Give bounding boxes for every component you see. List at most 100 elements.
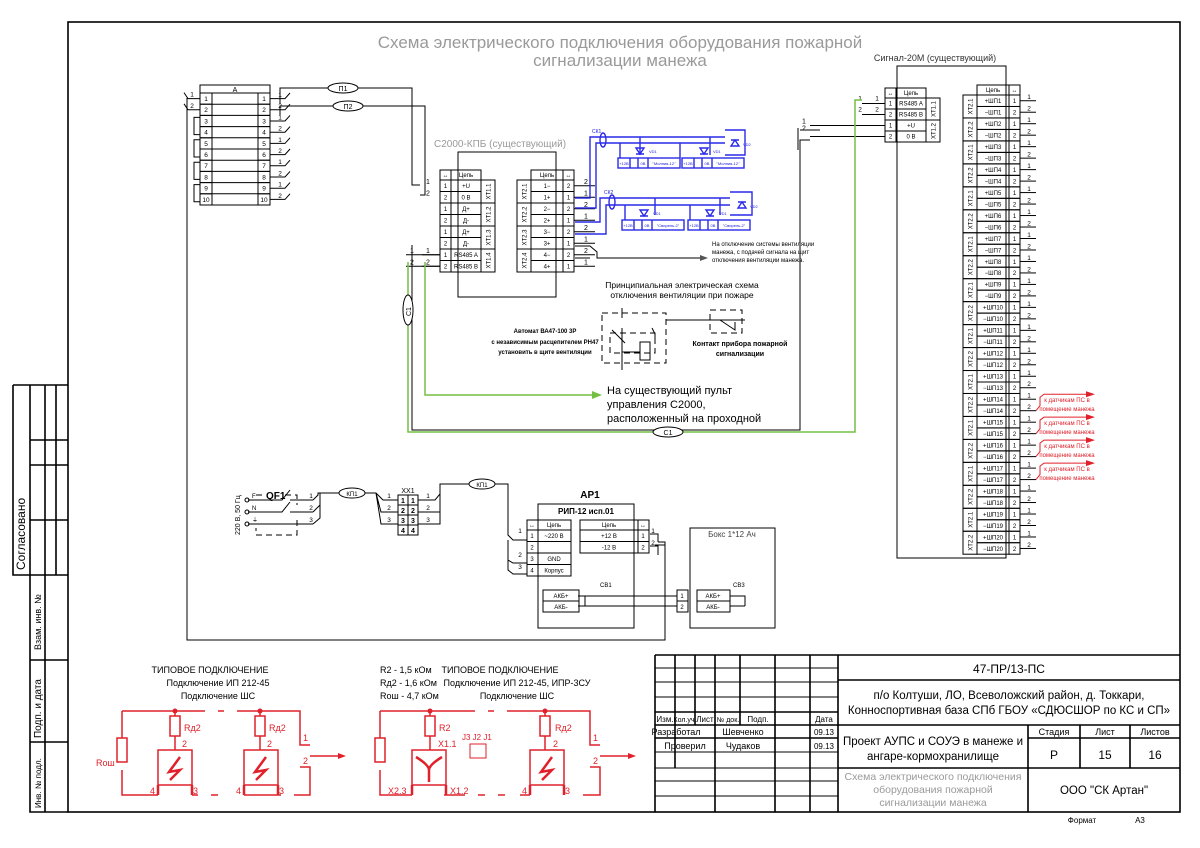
sb1-akb-label: АКБ- <box>554 605 567 611</box>
breaker-note-1: Автомат ВА47-100 3Р <box>514 329 577 335</box>
signal20m-loops-pin: 1 <box>1013 99 1017 105</box>
sounder-zero: 0В <box>705 161 710 166</box>
signal20m-loops-pin: 2 <box>1013 225 1017 231</box>
signal20m-loops-pin: 2 <box>1013 455 1017 461</box>
signal20m-loop-wire-label: 2 <box>1027 312 1031 319</box>
diode-vd1-icon <box>638 209 650 218</box>
typical1-pin2-b: 2 <box>267 739 272 749</box>
tb-sheet: 15 <box>1098 748 1112 762</box>
c2000kpb-right-circuit: 2+ <box>544 219 551 225</box>
console-note-3: расположенный на проходной <box>607 413 761 425</box>
block-a-left-wire-label: 2 <box>190 103 194 110</box>
sounder-name: "Молния-12" <box>652 161 676 166</box>
signal20m-loop-wire-label: 2 <box>1027 496 1031 503</box>
diode-vd2-label: VD2 <box>750 204 759 209</box>
signal20m-loops-circuit: −ШП16 <box>983 455 1004 461</box>
typical1-sub1: Подключение ИП 212-45 <box>166 678 269 688</box>
sensor-link-text-1: к датчикам ПС в <box>1044 398 1090 404</box>
signal20m-loop-wire-label: 1 <box>1027 416 1031 423</box>
typical2-x11: X1.1 <box>438 739 457 749</box>
signal20m-loops-pin: 2 <box>1013 248 1017 254</box>
signal20m-left-circuit: +U <box>907 124 915 130</box>
rip-left-wire-label: 3 <box>518 564 522 571</box>
tb-project-2: ангаре-кормохранилище <box>867 751 999 763</box>
signal20m-loop-wire-label: 2 <box>1027 404 1031 411</box>
c2000kpb-left-pin: 2 <box>444 242 448 248</box>
box-12ah-label: Бокс 1*12 Ач <box>708 530 756 539</box>
signal20m-loops-pin: 2 <box>1013 111 1017 117</box>
c2000kpb-right-circuit: 4+ <box>544 265 551 271</box>
rip-right-pin: 2 <box>641 546 645 552</box>
signal20m-box <box>896 65 1007 559</box>
c2000kpb-left-circuit: +U <box>462 184 470 190</box>
c2000kpb-right-wire-label: 2 <box>584 179 588 186</box>
block-a-wire <box>270 126 291 133</box>
c2000kpb-right-pin: 1 <box>567 265 571 271</box>
c2000kpb-left-circuit: Д- <box>463 219 469 225</box>
signal20m-left-circuit: RS485 A <box>899 102 923 108</box>
c2000kpb-right-pin: 2 <box>567 207 571 213</box>
c2000kpb-left-xt-cell <box>480 248 496 273</box>
signal20m-loop-wire-label: 2 <box>1027 473 1031 480</box>
signal20m-loops-header-circuit: Цепь <box>986 88 1000 94</box>
sensor-link-arrow-icon <box>1086 391 1095 398</box>
signal20m-loops-pin: 1 <box>1013 398 1017 404</box>
console-note-2: управления С2000, <box>607 399 706 411</box>
signal20m-loops-xt-label: XT2.2 <box>969 213 975 230</box>
c2000kpb-left-pin: 2 <box>444 196 448 202</box>
sensor-link-text-2: помещение манежа <box>1039 476 1095 482</box>
signal20m-loops-pin: 1 <box>1013 237 1017 243</box>
xx1-label-left: 3 <box>401 518 405 525</box>
signal20m-loops-circuit: +ШП5 <box>985 191 1002 197</box>
diode-vd2-label: VD2 <box>743 142 752 147</box>
signal20m-loops-table: ↔Цепь1+ШП12−ШП11+ШП22−ШП21+ШП32−ШП31+ШП4… <box>962 84 1021 555</box>
typical1-out2: 2 <box>303 756 308 766</box>
cable-c1-vertical-oval <box>402 294 414 326</box>
signal20m-loop-wire-label: 2 <box>1027 289 1031 296</box>
signal20m-loops-circuit: +ШП11 <box>983 329 1003 335</box>
stamp-agreed: Согласовано <box>14 498 28 570</box>
signal20m-loop-wire-label: 2 <box>1027 221 1031 228</box>
block-a-left-pin-label: 8 <box>204 174 208 181</box>
c2000kpb-right-xt-label: XT2.4 <box>523 252 529 269</box>
signal20m-rs485-wire-label: 2 <box>858 107 862 114</box>
signal20m-loop-wire-label: 2 <box>1027 129 1031 136</box>
rip-left-pin: 3 <box>530 557 534 563</box>
c2000kpb-right-pin: 2 <box>567 184 571 190</box>
signal20m-loop-wire-label: 1 <box>1027 462 1031 469</box>
c2000kpb-title: С2000-КПБ (существующий) <box>434 139 566 150</box>
c2000kpb-left-pin: 2 <box>444 265 448 271</box>
signal20m-loops-pin: 2 <box>1013 317 1017 323</box>
block-a-wire <box>270 148 291 156</box>
signal20m-loop-wire-label: 1 <box>1027 232 1031 239</box>
block-a-wire-label: 2 <box>278 126 282 133</box>
cable-c1-vertical: С1 <box>406 307 413 316</box>
diode-vd2-icon <box>729 138 741 147</box>
signal20m-loops-pin: 2 <box>1013 501 1017 507</box>
signal20m-loops-xt-label: XT2.1 <box>969 373 975 390</box>
c2000kpb-left-circuit: Д+ <box>462 230 470 236</box>
rip-title: РИП-12 исп.01 <box>558 507 614 516</box>
sounder-name: "Молния-12" <box>716 161 740 166</box>
contact-note-2: сигнализации <box>716 351 764 358</box>
signal20m-loops-circuit: +ШП3 <box>985 145 1002 151</box>
signal20m-loops-xt-label: XT2.1 <box>969 511 975 528</box>
block-a-wire-label: 1 <box>278 159 282 166</box>
sounder-device-sep <box>693 158 713 168</box>
c2000kpb-right-circuit: 1+ <box>544 196 551 202</box>
typical1-sub2: Подключение ШС <box>181 691 256 701</box>
rip-left-name-cell <box>537 541 572 554</box>
block-a-wire <box>270 193 291 200</box>
c2000kpb-left-xt-label: XT1.3 <box>487 229 493 246</box>
signal20m-loops-pin: 1 <box>1013 191 1017 197</box>
signal20m-loops-circuit: +ШП2 <box>985 122 1002 128</box>
sounder-name: "Свирель-2" <box>723 223 746 228</box>
tb-doc-code: 47-ПР/13-ПС <box>973 662 1045 676</box>
sounder-plus: +12В <box>623 223 633 228</box>
signal20m-loops-pin: 2 <box>1013 294 1017 300</box>
diode-vd1-label: VD1 <box>653 211 662 216</box>
tb-project-1: Проект АУПС и СОУЭ в манеже и <box>843 736 1023 748</box>
signal20m-left-pin: 1 <box>889 124 893 130</box>
